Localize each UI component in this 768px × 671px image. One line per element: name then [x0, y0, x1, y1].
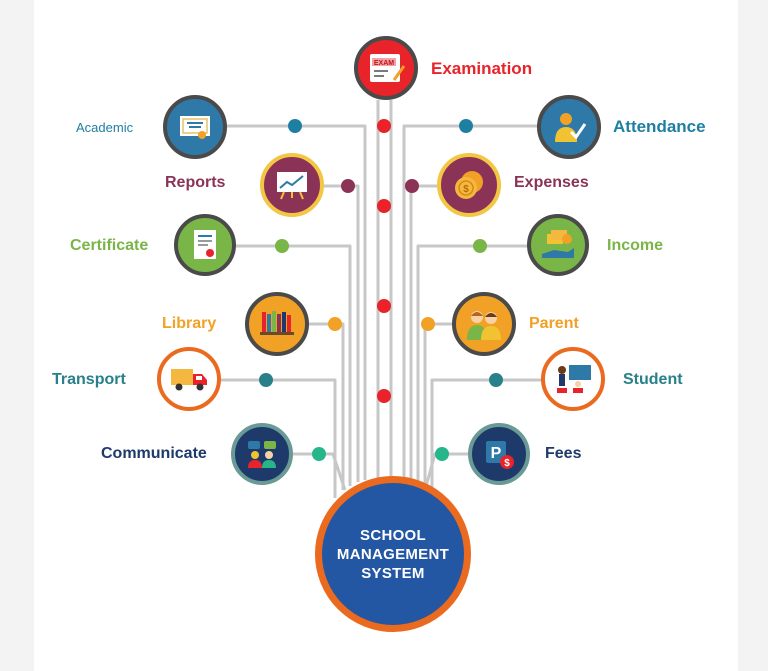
connector-certificate: [236, 244, 352, 486]
transport-label: Transport: [52, 371, 126, 388]
svg-text:P: P: [491, 445, 502, 462]
hub-title-line-3: SYSTEM: [361, 564, 425, 582]
expenses-label: Expenses: [514, 174, 589, 191]
parent-dot: [421, 317, 435, 331]
fees-dot: [435, 447, 449, 461]
reports-node[interactable]: [260, 153, 324, 217]
classroom-student-icon: [557, 365, 591, 393]
connector-student: [430, 378, 542, 498]
diploma-certificate-icon: [180, 116, 210, 139]
communicate-node[interactable]: [231, 423, 293, 485]
parent-label: Parent: [529, 315, 579, 332]
school-management-system-hub[interactable]: SCHOOL MANAGEMENT SYSTEM: [315, 476, 471, 632]
exam-dot: [377, 119, 391, 133]
parents-icon: [467, 311, 501, 340]
coins-icon: $: [455, 171, 483, 199]
exam-dot: [377, 199, 391, 213]
svg-text:$: $: [504, 458, 510, 469]
attendance-dot: [459, 119, 473, 133]
income-label: Income: [607, 237, 664, 254]
hub-title-line-1: SCHOOL: [360, 526, 426, 544]
student-label: Student: [623, 371, 683, 388]
examination-node[interactable]: EXAM: [354, 36, 418, 100]
connector-parent: [423, 322, 452, 490]
connector-library: [309, 322, 345, 490]
library-node[interactable]: [245, 292, 309, 356]
delivery-truck-icon: [171, 369, 207, 391]
bookshelf-icon: [260, 311, 294, 335]
examination-label: Examination: [431, 59, 533, 78]
certificate-dot: [275, 239, 289, 253]
expenses-node[interactable]: $: [437, 153, 501, 217]
income-node[interactable]: [527, 214, 589, 276]
fees-node[interactable]: P $: [468, 423, 530, 485]
income-dot: [473, 239, 487, 253]
svg-text:$: $: [463, 184, 469, 195]
certificate-document-icon: [194, 230, 216, 259]
student-dot: [489, 373, 503, 387]
communicate-label: Communicate: [101, 445, 207, 462]
fees-label: Fees: [545, 445, 582, 462]
connector-reports: [322, 184, 360, 482]
academic-node[interactable]: [163, 95, 227, 159]
connector-communicate: [293, 452, 347, 491]
svg-text:EXAM: EXAM: [374, 60, 394, 67]
expenses-dot: [405, 179, 419, 193]
attendance-node[interactable]: [537, 95, 601, 159]
student-node[interactable]: [541, 347, 605, 411]
reports-label: Reports: [165, 174, 226, 191]
library-dot: [328, 317, 342, 331]
teacher-checkmark-icon: [555, 113, 587, 142]
connector-attendance: [402, 124, 540, 480]
attendance-label: Attendance: [613, 117, 706, 136]
transport-dot: [259, 373, 273, 387]
transport-node[interactable]: [157, 347, 221, 411]
parent-node[interactable]: [452, 292, 516, 356]
library-label: Library: [162, 315, 217, 332]
certificate-node[interactable]: [174, 214, 236, 276]
certificate-label: Certificate: [70, 237, 149, 254]
chart-board-icon: [277, 172, 307, 200]
connector-academic: [227, 124, 367, 480]
connector-income: [416, 244, 527, 486]
money-hand-icon: [542, 230, 574, 258]
academic-dot: [288, 119, 302, 133]
exam-dot: [377, 389, 391, 403]
communicate-dot: [312, 447, 326, 461]
exam-dot: [377, 299, 391, 313]
fee-payment-icon: P $: [486, 441, 514, 469]
reports-dot: [341, 179, 355, 193]
hub-title-line-2: MANAGEMENT: [336, 545, 450, 563]
chat-people-icon: [248, 441, 276, 468]
academic-label: Academic: [76, 120, 134, 135]
exam-sheet-icon: EXAM: [370, 54, 406, 82]
